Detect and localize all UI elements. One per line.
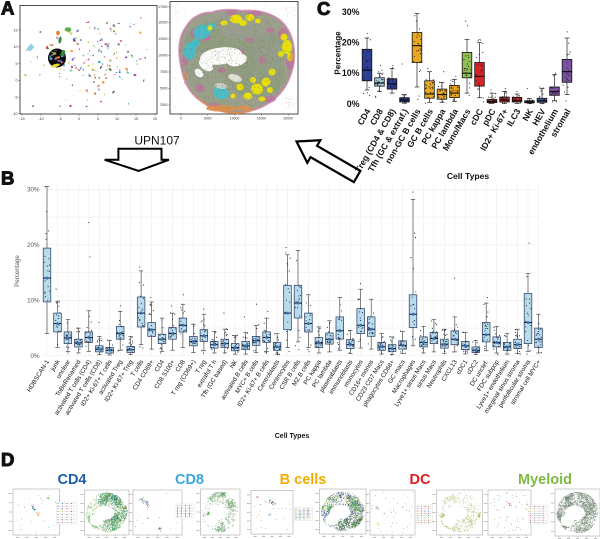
svg-text:20: 20 bbox=[153, 117, 157, 121]
svg-text:B cells: B cells bbox=[280, 472, 327, 488]
svg-text:DC: DC bbox=[410, 472, 431, 488]
svg-text:30%: 30% bbox=[27, 187, 40, 194]
svg-text:10000: 10000 bbox=[230, 117, 240, 121]
svg-text:15: 15 bbox=[14, 28, 18, 32]
svg-text:-10: -10 bbox=[12, 112, 17, 116]
svg-text:-5: -5 bbox=[58, 117, 61, 121]
svg-text:UPN107: UPN107 bbox=[134, 134, 180, 148]
svg-text:CD8: CD8 bbox=[175, 472, 204, 488]
svg-text:5000: 5000 bbox=[204, 117, 212, 121]
svg-text:12500: 12500 bbox=[158, 37, 168, 41]
svg-text:-10: -10 bbox=[38, 117, 43, 121]
svg-text:HDBSCAN-1: HDBSCAN-1 bbox=[26, 358, 51, 393]
svg-text:Cell Types: Cell Types bbox=[275, 433, 310, 440]
svg-text:7500: 7500 bbox=[160, 70, 168, 74]
svg-text:0: 0 bbox=[78, 117, 80, 121]
svg-text:D: D bbox=[1, 449, 14, 470]
svg-text:Myeloid: Myeloid bbox=[518, 472, 572, 488]
svg-text:10000: 10000 bbox=[158, 54, 168, 58]
svg-text:5: 5 bbox=[97, 117, 99, 121]
svg-text:20%: 20% bbox=[342, 38, 360, 48]
svg-text:Percentage: Percentage bbox=[14, 255, 21, 287]
svg-text:5000: 5000 bbox=[160, 87, 168, 91]
svg-text:10%: 10% bbox=[27, 298, 40, 305]
svg-text:-15: -15 bbox=[19, 117, 24, 121]
svg-text:15000: 15000 bbox=[257, 117, 267, 121]
svg-text:0: 0 bbox=[16, 79, 18, 83]
svg-text:10: 10 bbox=[115, 117, 119, 121]
svg-text:5: 5 bbox=[16, 62, 18, 66]
svg-text:-5: -5 bbox=[14, 96, 17, 100]
svg-text:C: C bbox=[317, 0, 330, 19]
svg-text:Cell Types: Cell Types bbox=[447, 171, 490, 181]
svg-text:20%: 20% bbox=[27, 242, 40, 249]
svg-text:0%: 0% bbox=[31, 353, 40, 360]
svg-text:15: 15 bbox=[134, 117, 138, 121]
svg-text:0: 0 bbox=[180, 117, 182, 121]
svg-text:CD4: CD4 bbox=[57, 472, 86, 488]
svg-text:17500: 17500 bbox=[158, 5, 168, 9]
svg-text:A: A bbox=[1, 0, 14, 19]
svg-text:Percentage: Percentage bbox=[334, 31, 343, 75]
svg-text:B: B bbox=[1, 168, 14, 189]
svg-text:NK: NK bbox=[229, 358, 240, 370]
svg-text:2500: 2500 bbox=[160, 103, 168, 107]
svg-text:30%: 30% bbox=[342, 7, 360, 17]
svg-text:15000: 15000 bbox=[158, 21, 168, 25]
svg-text:0%: 0% bbox=[347, 99, 360, 109]
svg-text:10: 10 bbox=[14, 45, 18, 49]
svg-text:10%: 10% bbox=[342, 68, 360, 78]
svg-text:20000: 20000 bbox=[283, 117, 293, 121]
